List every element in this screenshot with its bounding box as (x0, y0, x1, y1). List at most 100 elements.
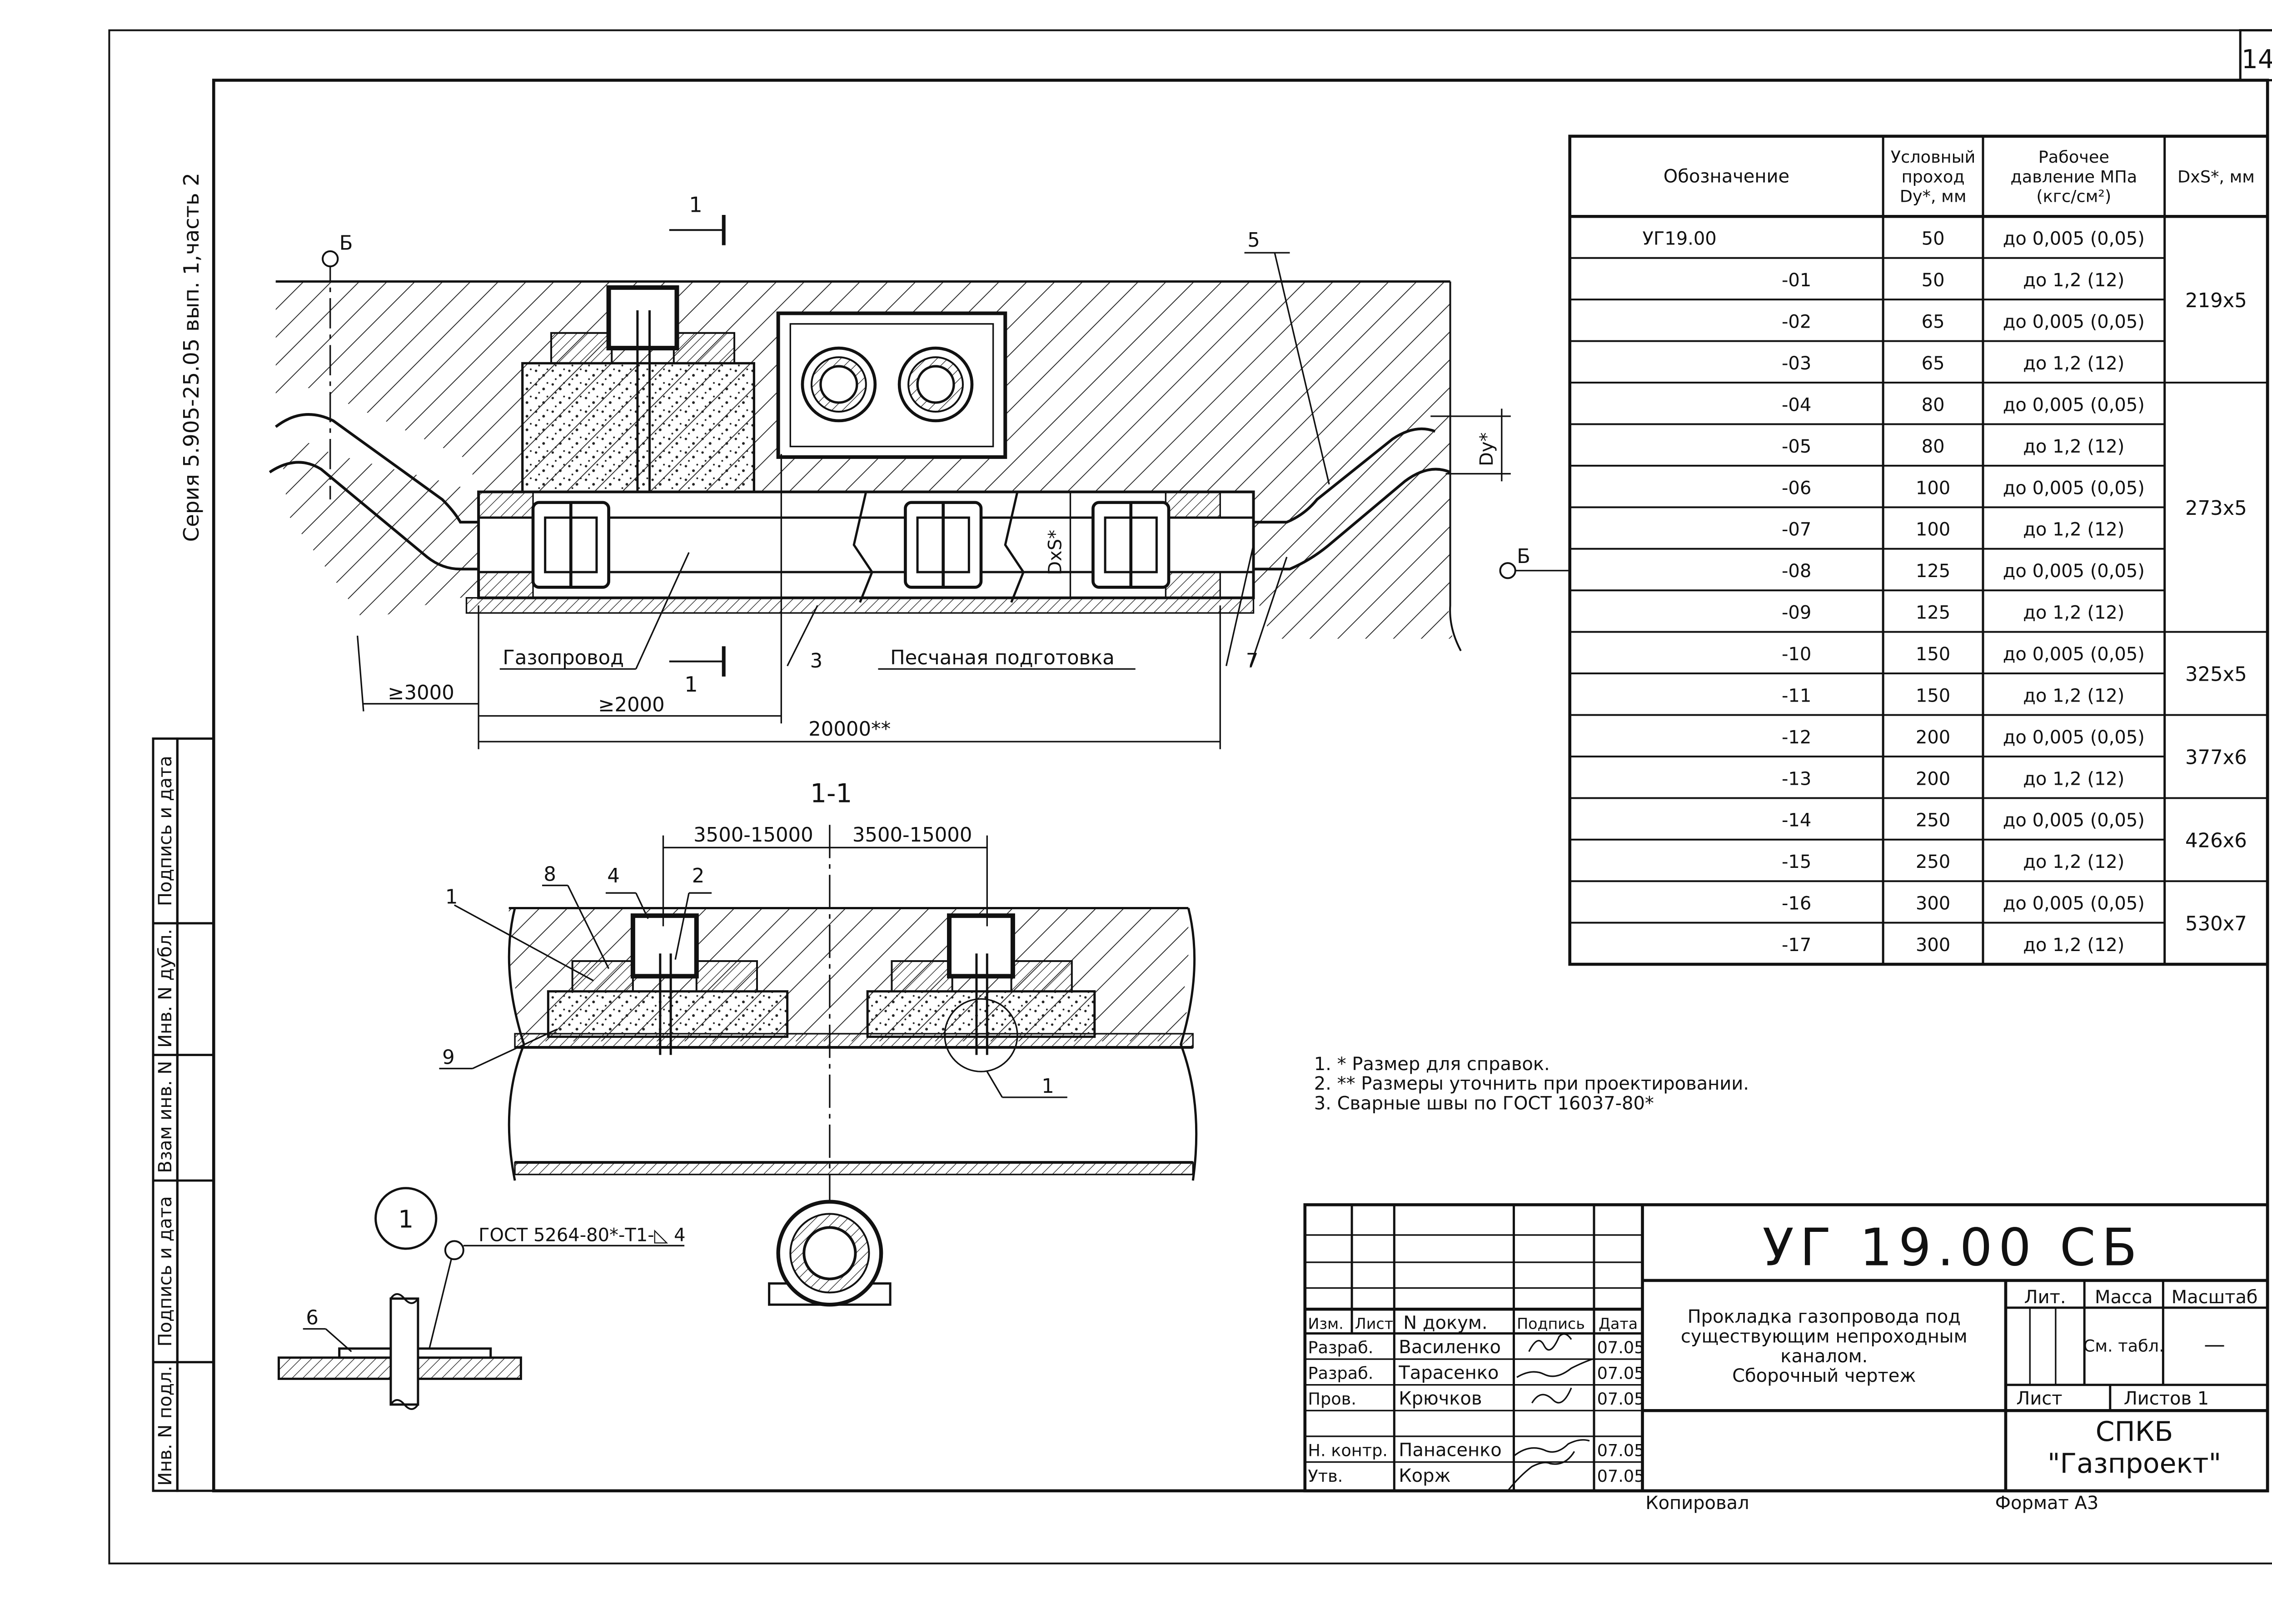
channel-pipe-right (897, 346, 974, 423)
tb-title-1: Прокладка газопровода под (1688, 1306, 1961, 1327)
spec-header-text: давление МПа (2010, 167, 2137, 186)
sand-bed-label: Песчаная подготовка (890, 647, 1115, 669)
spec-cell-designation: -14 (1782, 810, 1811, 831)
spec-cell-designation: -08 (1782, 561, 1811, 582)
axis-mark-left: Б (339, 232, 353, 255)
detail-callout-6: 6 (306, 1306, 319, 1329)
section-callout-9: 9 (442, 1046, 455, 1069)
gas-pipe-label: Газопровод (503, 647, 624, 669)
notes: 1. * Размер для справок. 2. ** Размеры у… (1314, 1054, 1749, 1114)
section-view: 1-1 3500-15000 3500-15000 1 (439, 778, 1198, 1307)
spec-cell-pressure: до 0,005 (0,05) (2003, 893, 2145, 914)
stamp-vzam-inv: Взам инв. N (155, 1061, 176, 1173)
note-1: 1. * Размер для справок. (1314, 1054, 1550, 1075)
spec-cell-pressure: до 1,2 (12) (2023, 519, 2124, 540)
spec-cell-pressure: до 1,2 (12) (2023, 685, 2124, 706)
spec-header-text: проход (1902, 167, 1965, 186)
tb-person-date: 07.05 (1597, 1440, 1645, 1460)
tb-person-date: 07.05 (1597, 1389, 1645, 1409)
title-block: Изм. Лист N докум. Подпись Дата Разраб.В… (1303, 1203, 2269, 1514)
spec-cell-pressure: до 1,2 (12) (2023, 353, 2124, 374)
tb-person-date: 07.05 (1597, 1466, 1645, 1486)
spec-cell-dn: 200 (1916, 727, 1950, 748)
spec-cell-dn: 125 (1916, 603, 1950, 623)
spec-cell-pressure: до 1,2 (12) (2023, 603, 2124, 623)
spec-cell-designation: -11 (1782, 685, 1811, 706)
tb-org-1: СПКБ (2096, 1416, 2173, 1448)
spec-cell-dn: 65 (1922, 312, 1945, 333)
note-2: 2. ** Размеры уточнить при проектировани… (1314, 1073, 1749, 1094)
section-callout-4: 4 (607, 865, 620, 887)
spec-cell-dxs: 219x5 (2185, 289, 2247, 312)
section-callout-2: 2 (692, 865, 705, 887)
dim-total: 20000** (808, 718, 891, 741)
callout-7: 7 (1246, 650, 1259, 673)
section-callout-1b: 1 (1041, 1075, 1054, 1098)
spec-cell-designation: -03 (1782, 353, 1811, 374)
spec-cell-dn: 250 (1916, 852, 1950, 872)
tb-person-role: Разраб. (1308, 1363, 1373, 1383)
section-dim-left: 3500-15000 (693, 824, 813, 847)
spec-cell-dxs: 530x7 (2185, 912, 2247, 935)
spec-header-text: DxS*, мм (2177, 167, 2255, 186)
signatures (1507, 1333, 1593, 1491)
plan-view: Dy* DxS* Б Б 1 1 5 3 7 Газопровод П (269, 192, 1572, 749)
spec-cell-dxs: 273x5 (2185, 497, 2247, 520)
spec-cell-designation: -05 (1782, 436, 1811, 457)
spec-cell-pressure: до 0,005 (0,05) (2003, 644, 2145, 665)
spec-table-frame (1568, 135, 2269, 966)
spec-cell-pressure: до 1,2 (12) (2023, 270, 2124, 291)
spec-cell-designation: -07 (1782, 519, 1811, 540)
tb-person-date: 07.05 (1597, 1338, 1645, 1357)
tb-person-name: Панасенко (1399, 1440, 1501, 1460)
spec-cell-dn: 80 (1922, 436, 1945, 457)
spec-header-text: Рабочее (2038, 147, 2109, 167)
tb-person-date: 07.05 (1597, 1363, 1645, 1383)
section-mark-top: 1 (689, 192, 703, 217)
spec-cell-pressure: до 0,005 (0,05) (2003, 394, 2145, 415)
tb-format: Формат А3 (1995, 1493, 2099, 1514)
tb-person-name: Крючков (1399, 1388, 1482, 1409)
spec-cell-pressure: до 0,005 (0,05) (2003, 312, 2145, 333)
spec-cell-pressure: до 1,2 (12) (2023, 436, 2124, 457)
detail-mark: 1 (398, 1205, 414, 1233)
stamp-sign-date-1: Подпись и дата (155, 1196, 176, 1346)
spec-cell-dxs: 325x5 (2185, 663, 2247, 686)
section-callout-1a: 1 (445, 886, 458, 909)
tb-org-2: "Газпроект" (2048, 1448, 2221, 1480)
stamp-inv-podl: Инв. N подл. (155, 1366, 176, 1486)
tb-scale-value: — (2204, 1332, 2225, 1356)
spec-cell-dn: 150 (1916, 644, 1950, 665)
spec-cell-pressure: до 0,005 (0,05) (2003, 727, 2145, 748)
tb-title-2: существующим непроходным (1681, 1326, 1968, 1347)
lower-pipe (768, 1200, 892, 1307)
dxs-label: DxS* (1045, 530, 1066, 575)
support-clamp-3 (1091, 501, 1171, 589)
spec-cell-pressure: до 1,2 (12) (2023, 935, 2124, 956)
spec-cell-designation: УГ19.00 (1643, 229, 1717, 249)
section-title: 1-1 (810, 778, 852, 808)
tb-title-3: каналом. (1780, 1346, 1868, 1367)
tb-person-role: Разраб. (1308, 1338, 1373, 1357)
spec-cell-designation: -17 (1782, 935, 1811, 956)
stamp-sign-date-2: Подпись и дата (155, 756, 176, 906)
section-callout-8: 8 (543, 863, 556, 886)
section-dim-right: 3500-15000 (852, 824, 972, 847)
spec-cell-dn: 250 (1916, 810, 1950, 831)
callout-3: 3 (810, 650, 823, 673)
tb-person-role: Утв. (1308, 1466, 1343, 1486)
spec-cell-dn: 150 (1916, 685, 1950, 706)
tb-col-sign: Подпись (1517, 1315, 1585, 1332)
spec-cell-designation: -02 (1782, 312, 1811, 333)
spec-header-text: Обозначение (1664, 166, 1789, 187)
spec-cell-pressure: до 1,2 (12) (2023, 852, 2124, 872)
spec-cell-designation: -12 (1782, 727, 1811, 748)
spec-cell-dn: 100 (1916, 478, 1950, 498)
spec-cell-pressure: до 0,005 (0,05) (2003, 229, 2145, 249)
spec-cell-designation: -06 (1782, 478, 1811, 498)
spec-cell-dn: 125 (1916, 561, 1950, 582)
spec-cell-designation: -09 (1782, 603, 1811, 623)
dim-mid: ≥2000 (598, 693, 664, 716)
spec-header-text: Dy*, мм (1900, 187, 1967, 206)
